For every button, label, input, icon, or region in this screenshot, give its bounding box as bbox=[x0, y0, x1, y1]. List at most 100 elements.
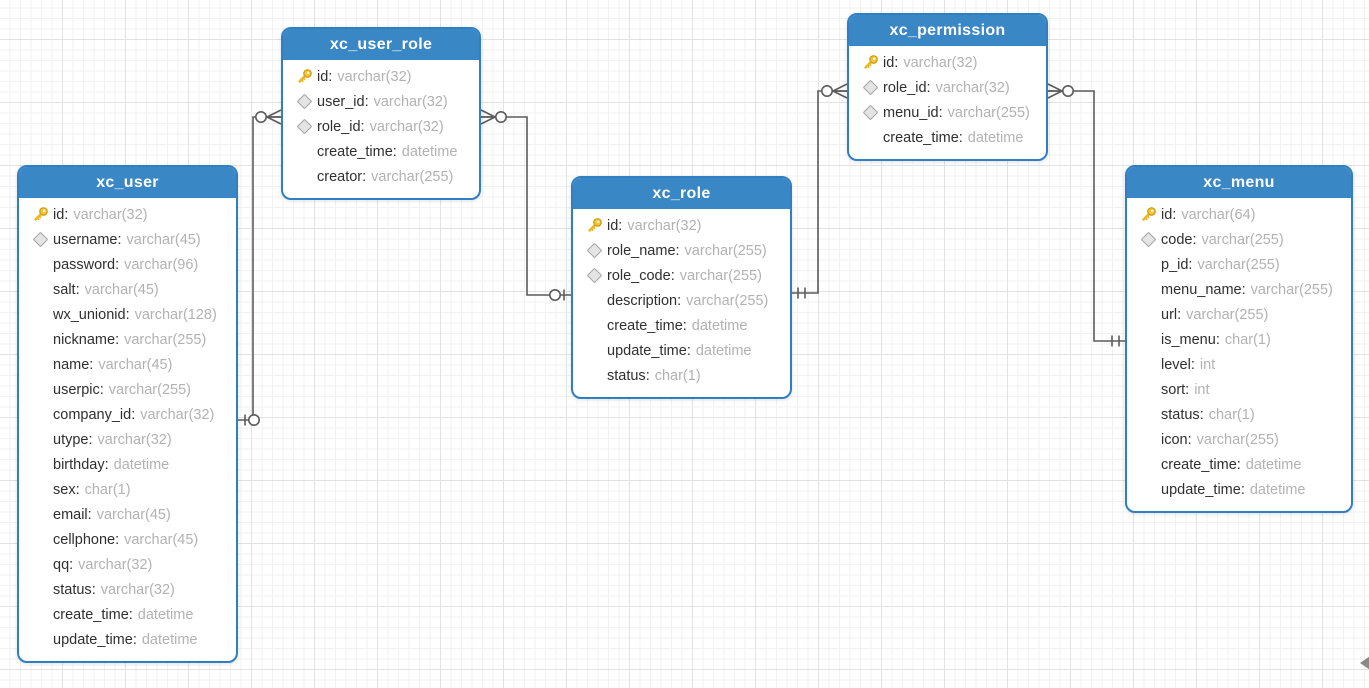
relationship-xc_role-to-xc_permission[interactable] bbox=[792, 83, 848, 299]
table-xc_user_role[interactable]: xc_user_role idvarchar(32)user_idvarchar(… bbox=[281, 27, 481, 200]
table-title-xc_user[interactable]: xc_user bbox=[19, 167, 236, 198]
relationship-xc_user_role-to-xc_role[interactable] bbox=[480, 109, 571, 301]
primary-key-icon bbox=[858, 54, 883, 71]
field-name: userpic bbox=[53, 382, 104, 398]
field-name: qq bbox=[53, 557, 73, 573]
primary-key-icon bbox=[582, 217, 607, 234]
field-row-create_time[interactable]: create_timedatetime bbox=[849, 125, 1046, 150]
table-xc_user[interactable]: xc_user idvarchar(32)usernamevarchar(45)p… bbox=[17, 165, 238, 663]
field-row-description[interactable]: descriptionvarchar(255) bbox=[573, 288, 790, 313]
field-name: role_code bbox=[607, 268, 675, 284]
field-row-role_code[interactable]: role_codevarchar(255) bbox=[573, 263, 790, 288]
field-type: varchar(128) bbox=[134, 306, 217, 323]
table-fields: idvarchar(64)codevarchar(255)p_idvarchar… bbox=[1127, 198, 1351, 511]
field-row-status[interactable]: statusvarchar(32) bbox=[19, 577, 236, 602]
field-row-password[interactable]: passwordvarchar(96) bbox=[19, 252, 236, 277]
field-row-wx_unionid[interactable]: wx_unionidvarchar(128) bbox=[19, 302, 236, 327]
field-type: varchar(255) bbox=[686, 292, 769, 309]
field-name: menu_name bbox=[1161, 282, 1246, 298]
field-name: level bbox=[1161, 357, 1195, 373]
field-row-id[interactable]: idvarchar(32) bbox=[19, 202, 236, 227]
table-xc_role[interactable]: xc_roleidvarchar(32)role_namevarchar(255… bbox=[571, 176, 792, 399]
field-row-menu_name[interactable]: menu_namevarchar(255) bbox=[1127, 277, 1351, 302]
field-type: varchar(45) bbox=[126, 231, 201, 248]
field-row-create_time[interactable]: create_timedatetime bbox=[573, 313, 790, 338]
field-row-level[interactable]: levelint bbox=[1127, 352, 1351, 377]
field-name: name bbox=[53, 357, 93, 373]
field-row-salt[interactable]: saltvarchar(45) bbox=[19, 277, 236, 302]
field-row-userpic[interactable]: userpicvarchar(255) bbox=[19, 377, 236, 402]
field-name: create_time bbox=[883, 130, 963, 146]
field-row-create_time[interactable]: create_timedatetime bbox=[283, 139, 479, 164]
table-title-xc_user_role[interactable]: xc_user_role bbox=[283, 29, 479, 60]
field-name: is_menu bbox=[1161, 332, 1220, 348]
field-name: id bbox=[607, 218, 622, 234]
field-row-birthday[interactable]: birthdaydatetime bbox=[19, 452, 236, 477]
field-row-menu_id[interactable]: menu_idvarchar(255) bbox=[849, 100, 1046, 125]
table-title-xc_role[interactable]: xc_role bbox=[573, 178, 790, 209]
field-row-id[interactable]: idvarchar(32) bbox=[283, 64, 479, 89]
field-row-creator[interactable]: creatorvarchar(255) bbox=[283, 164, 479, 189]
field-type: varchar(255) bbox=[1196, 431, 1279, 448]
field-name: company_id bbox=[53, 407, 135, 423]
foreign-key-diamond-icon bbox=[292, 93, 317, 110]
field-name: update_time bbox=[1161, 482, 1245, 498]
field-name: sex bbox=[53, 482, 80, 498]
table-title-xc_menu[interactable]: xc_menu bbox=[1127, 167, 1351, 198]
field-row-status[interactable]: statuschar(1) bbox=[573, 363, 790, 388]
field-row-sex[interactable]: sexchar(1) bbox=[19, 477, 236, 502]
table-title-xc_permission[interactable]: xc_permission bbox=[849, 15, 1046, 46]
field-row-id[interactable]: idvarchar(64) bbox=[1127, 202, 1351, 227]
field-row-nickname[interactable]: nicknamevarchar(255) bbox=[19, 327, 236, 352]
field-row-icon[interactable]: iconvarchar(255) bbox=[1127, 427, 1351, 452]
field-type: datetime bbox=[401, 143, 458, 160]
field-name: code bbox=[1161, 232, 1196, 248]
field-row-url[interactable]: urlvarchar(255) bbox=[1127, 302, 1351, 327]
field-row-email[interactable]: emailvarchar(45) bbox=[19, 502, 236, 527]
table-xc_permission[interactable]: xc_permission idvarchar(32)role_idvarchar… bbox=[847, 13, 1048, 161]
relationship-xc_user-to-xc_user_role[interactable] bbox=[238, 109, 282, 426]
field-row-id[interactable]: idvarchar(32) bbox=[573, 213, 790, 238]
field-row-p_id[interactable]: p_idvarchar(255) bbox=[1127, 252, 1351, 277]
field-row-cellphone[interactable]: cellphonevarchar(45) bbox=[19, 527, 236, 552]
field-row-update_time[interactable]: update_timedatetime bbox=[1127, 477, 1351, 502]
field-type: varchar(255) bbox=[1250, 281, 1333, 298]
field-row-code[interactable]: codevarchar(255) bbox=[1127, 227, 1351, 252]
field-row-company_id[interactable]: company_idvarchar(32) bbox=[19, 402, 236, 427]
field-type: varchar(255) bbox=[684, 242, 767, 259]
foreign-key-diamond-icon bbox=[28, 231, 53, 248]
foreign-key-diamond-icon bbox=[858, 79, 883, 96]
primary-key-icon bbox=[1136, 206, 1161, 223]
field-row-create_time[interactable]: create_timedatetime bbox=[19, 602, 236, 627]
field-row-status[interactable]: statuschar(1) bbox=[1127, 402, 1351, 427]
field-row-create_time[interactable]: create_timedatetime bbox=[1127, 452, 1351, 477]
table-fields: idvarchar(32)role_namevarchar(255)role_c… bbox=[573, 209, 790, 397]
field-row-username[interactable]: usernamevarchar(45) bbox=[19, 227, 236, 252]
field-type: varchar(32) bbox=[369, 118, 444, 135]
field-row-qq[interactable]: qqvarchar(32) bbox=[19, 552, 236, 577]
field-row-is_menu[interactable]: is_menuchar(1) bbox=[1127, 327, 1351, 352]
field-type: datetime bbox=[113, 456, 170, 473]
field-type: varchar(255) bbox=[1197, 256, 1280, 273]
field-row-utype[interactable]: utypevarchar(32) bbox=[19, 427, 236, 452]
field-name: create_time bbox=[53, 607, 133, 623]
field-type: char(1) bbox=[654, 367, 701, 384]
field-row-name[interactable]: namevarchar(45) bbox=[19, 352, 236, 377]
field-name: role_id bbox=[317, 119, 365, 135]
field-row-update_time[interactable]: update_timedatetime bbox=[573, 338, 790, 363]
field-name: update_time bbox=[53, 632, 137, 648]
field-row-role_id[interactable]: role_idvarchar(32) bbox=[849, 75, 1046, 100]
field-row-sort[interactable]: sortint bbox=[1127, 377, 1351, 402]
field-name: role_id bbox=[883, 80, 931, 96]
table-xc_menu[interactable]: xc_menuidvarchar(64)codevarchar(255)p_id… bbox=[1125, 165, 1353, 513]
field-row-update_time[interactable]: update_timedatetime bbox=[19, 627, 236, 652]
field-type: varchar(96) bbox=[124, 256, 199, 273]
field-row-user_id[interactable]: user_idvarchar(32) bbox=[283, 89, 479, 114]
field-row-role_name[interactable]: role_namevarchar(255) bbox=[573, 238, 790, 263]
field-row-role_id[interactable]: role_idvarchar(32) bbox=[283, 114, 479, 139]
relationship-xc_permission-to-xc_menu[interactable] bbox=[1047, 83, 1125, 347]
foreign-key-diamond-icon bbox=[858, 104, 883, 121]
field-name: create_time bbox=[317, 144, 397, 160]
field-type: varchar(32) bbox=[373, 93, 448, 110]
field-row-id[interactable]: idvarchar(32) bbox=[849, 50, 1046, 75]
